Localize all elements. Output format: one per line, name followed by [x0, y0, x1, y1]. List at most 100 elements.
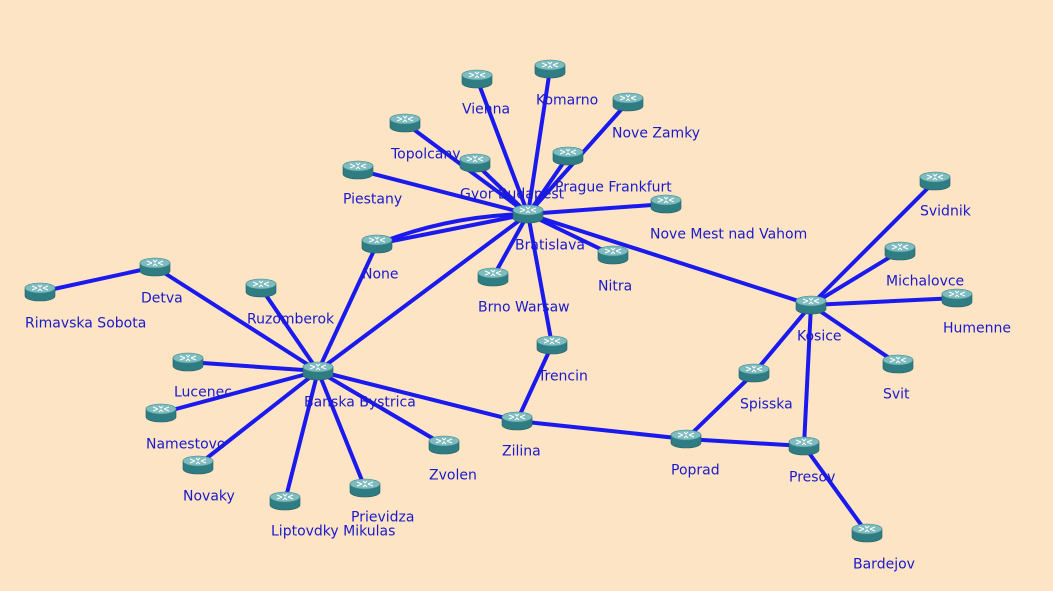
link-bratislava-vienna — [475, 77, 530, 216]
node-label: Kosice — [797, 329, 842, 345]
node-novaky[interactable]: Novaky — [182, 455, 235, 505]
router-icon — [788, 436, 820, 456]
node-label: Presov — [789, 470, 835, 486]
node-liptovsky-mikulas[interactable]: Liptovdky Mikulas — [269, 491, 395, 540]
router-icon — [389, 113, 421, 133]
link-bratislava-none — [375, 212, 530, 246]
router-icon — [459, 153, 491, 173]
router-icon — [245, 278, 277, 298]
router-icon — [552, 146, 584, 166]
node-ruzomberok[interactable]: Ruzomberok — [245, 278, 335, 328]
node-nitra[interactable]: Nitra — [597, 245, 632, 295]
node-label: Bratislava — [515, 238, 585, 254]
node-label: Zilina — [502, 444, 541, 460]
node-michalovce[interactable]: Michalovce — [884, 241, 964, 290]
router-icon — [461, 69, 493, 89]
node-bratislava[interactable]: Bratislava — [512, 204, 585, 254]
node-label: Spisska — [740, 397, 793, 413]
node-prievidza[interactable]: Prievidza — [349, 478, 414, 526]
link-trencin-zilina — [515, 343, 554, 423]
node-rimavska-sobota[interactable]: Rimavska Sobota — [24, 282, 146, 332]
node-label: Prague Frankfurt — [555, 180, 672, 196]
link-bratislava-kosice — [526, 212, 813, 307]
node-label: Namestovo — [146, 437, 226, 453]
links-layer — [38, 67, 959, 535]
router-icon — [851, 523, 883, 543]
node-humenne[interactable]: Humenne — [941, 288, 1011, 337]
link-zvolen-banska-bystrica — [316, 369, 446, 447]
router-icon — [302, 361, 334, 381]
node-vienna[interactable]: Vienna — [461, 69, 510, 118]
node-zvolen[interactable]: Zvolen — [428, 435, 477, 484]
node-label: Novaky — [183, 489, 235, 505]
link-presov-kosice — [802, 303, 813, 448]
link-bratislava-none — [375, 212, 530, 246]
node-kosice[interactable]: Kosice — [795, 295, 842, 345]
node-label: Svidnik — [920, 204, 972, 220]
node-bardejov[interactable]: Bardejov — [851, 523, 915, 573]
node-banska-bystrica[interactable]: Banska Bystrica — [302, 361, 416, 411]
node-prague-frankfurt[interactable]: Prague Frankfurt — [552, 146, 672, 196]
router-icon — [501, 411, 533, 431]
link-kosice-svidnik — [809, 179, 937, 307]
node-komarno[interactable]: Komarno — [534, 59, 598, 109]
router-icon — [349, 478, 381, 498]
link-bratislava-komarno — [526, 67, 552, 216]
link-kosice-svit — [809, 303, 900, 366]
node-label: Prievidza — [351, 510, 414, 526]
node-label: Nove Zamky — [612, 126, 700, 142]
node-detva[interactable]: Detva — [139, 257, 183, 307]
node-namestovo[interactable]: Namestovo — [145, 403, 226, 453]
link-lucenec-banska-bystrica — [186, 360, 320, 373]
link-novaky-banska-bystrica — [196, 369, 320, 467]
router-icon — [597, 245, 629, 265]
node-trencin[interactable]: Trencin — [536, 335, 588, 385]
node-svit[interactable]: Svit — [882, 354, 914, 403]
node-presov[interactable]: Presov — [788, 436, 835, 486]
router-icon — [139, 257, 171, 277]
router-icon — [670, 429, 702, 449]
link-kosice-michalovce — [809, 249, 902, 307]
node-label: Bardejov — [853, 557, 915, 573]
node-label: Brno Warsaw — [478, 300, 570, 316]
node-none[interactable]: None — [361, 234, 399, 283]
link-detva-rimavska-sobota — [38, 265, 157, 294]
node-svidnik[interactable]: Svidnik — [919, 171, 972, 220]
node-label: Topolcany — [390, 147, 461, 163]
link-presov-bardejov — [802, 444, 869, 535]
node-poprad[interactable]: Poprad — [670, 429, 720, 479]
link-none-banska-bystrica — [316, 242, 379, 373]
link-spisska-kosice — [752, 303, 813, 375]
node-label: Detva — [141, 291, 183, 307]
router-icon — [428, 435, 460, 455]
link-bratislava-gyor-budapest — [473, 161, 530, 216]
link-detva-banska-bystrica — [153, 265, 320, 373]
node-topolcany[interactable]: Topolcany — [389, 113, 461, 163]
node-zilina[interactable]: Zilina — [501, 411, 541, 460]
node-spisska[interactable]: Spisska — [738, 363, 793, 413]
router-icon — [795, 295, 827, 315]
node-brno-warsaw[interactable]: Brno Warsaw — [477, 267, 570, 316]
router-icon — [738, 363, 770, 383]
link-kosice-humenne — [809, 296, 959, 307]
node-label: Lucenec — [174, 385, 232, 401]
node-gyor-budapest[interactable]: Gyor Budapest — [459, 153, 565, 203]
node-label: Gyor Budapest — [460, 187, 565, 203]
node-label: Komarno — [536, 93, 598, 109]
router-icon — [24, 282, 56, 302]
router-icon — [477, 267, 509, 287]
node-label: Trencin — [537, 369, 588, 385]
router-icon — [536, 335, 568, 355]
link-bratislava-brno-warsaw — [491, 212, 530, 279]
node-label: Humenne — [943, 321, 1011, 337]
node-label: Rimavska Sobota — [25, 316, 146, 332]
node-nove-mest[interactable]: Nove Mest nad Vahom — [650, 194, 807, 243]
node-lucenec[interactable]: Lucenec — [172, 352, 232, 401]
router-icon — [172, 352, 204, 372]
node-nove-zamky[interactable]: Nove Zamky — [612, 92, 700, 142]
link-poprad-spisska — [684, 371, 756, 441]
node-piestany[interactable]: Piestany — [342, 160, 402, 208]
node-label: Liptovdky Mikulas — [271, 524, 395, 540]
